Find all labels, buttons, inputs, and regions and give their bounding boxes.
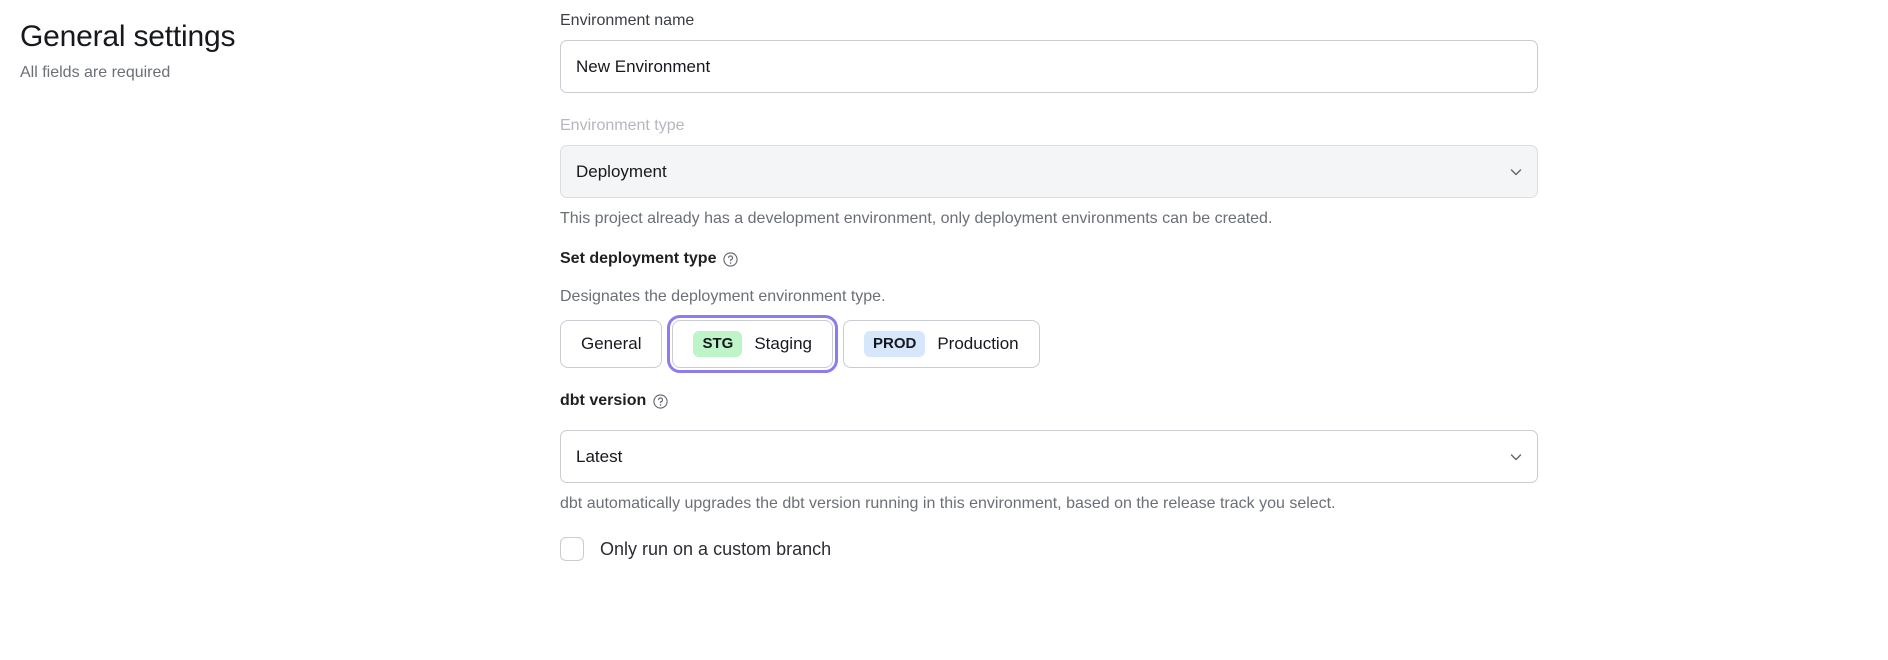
page-header: General settings All fields are required [20, 18, 520, 84]
custom-branch-label[interactable]: Only run on a custom branch [600, 539, 832, 559]
environment-type-help-text: This project already has a development e… [560, 210, 1273, 227]
environment-type-field: Environment type Deployment This project… [560, 115, 1538, 230]
dbt-version-help-text: dbt automatically upgrades the dbt versi… [560, 495, 1336, 512]
deployment-type-option-staging-label: Staging [754, 334, 812, 353]
deployment-type-option-production-label: Production [937, 334, 1019, 353]
deployment-type-option-staging[interactable]: STG Staging [667, 315, 838, 373]
dbt-version-label-row: dbt version [560, 390, 668, 412]
environment-type-label: Environment type [560, 117, 685, 134]
staging-badge: STG [693, 331, 743, 357]
settings-form: Environment name Environment type Deploy… [560, 10, 1538, 561]
production-badge: PROD [864, 331, 926, 357]
chevron-down-icon [1509, 165, 1523, 179]
deployment-type-options: General STG Staging PROD Production [560, 315, 1538, 373]
environment-name-label: Environment name [560, 12, 695, 29]
deployment-type-option-general[interactable]: General [560, 320, 663, 368]
question-circle-icon[interactable] [723, 251, 739, 267]
page-title: General settings [20, 20, 236, 53]
deployment-type-label: Set deployment type [560, 250, 717, 267]
dbt-version-field: dbt version Latest dbt aut [560, 390, 1538, 515]
deployment-type-option-general-label: General [581, 334, 642, 353]
question-circle-icon[interactable] [653, 393, 668, 409]
deployment-type-field: Set deployment type Designates the deplo… [560, 248, 1538, 373]
dbt-version-select-value: Latest [560, 430, 1538, 483]
dbt-version-label: dbt version [560, 392, 647, 409]
page-subtitle: All fields are required [20, 64, 171, 81]
custom-branch-checkbox[interactable] [560, 537, 584, 561]
custom-branch-row: Only run on a custom branch [560, 537, 1538, 561]
environment-type-select-value: Deployment [560, 145, 1538, 198]
deployment-type-description: Designates the deployment environment ty… [560, 288, 886, 305]
dbt-version-select[interactable]: Latest [560, 430, 1538, 483]
environment-name-field: Environment name [560, 10, 1538, 93]
deployment-type-option-production[interactable]: PROD Production [843, 320, 1040, 368]
deployment-type-label-row: Set deployment type [560, 248, 739, 270]
environment-type-select: Deployment [560, 145, 1538, 198]
environment-name-input[interactable] [560, 40, 1538, 93]
chevron-down-icon [1509, 450, 1523, 464]
